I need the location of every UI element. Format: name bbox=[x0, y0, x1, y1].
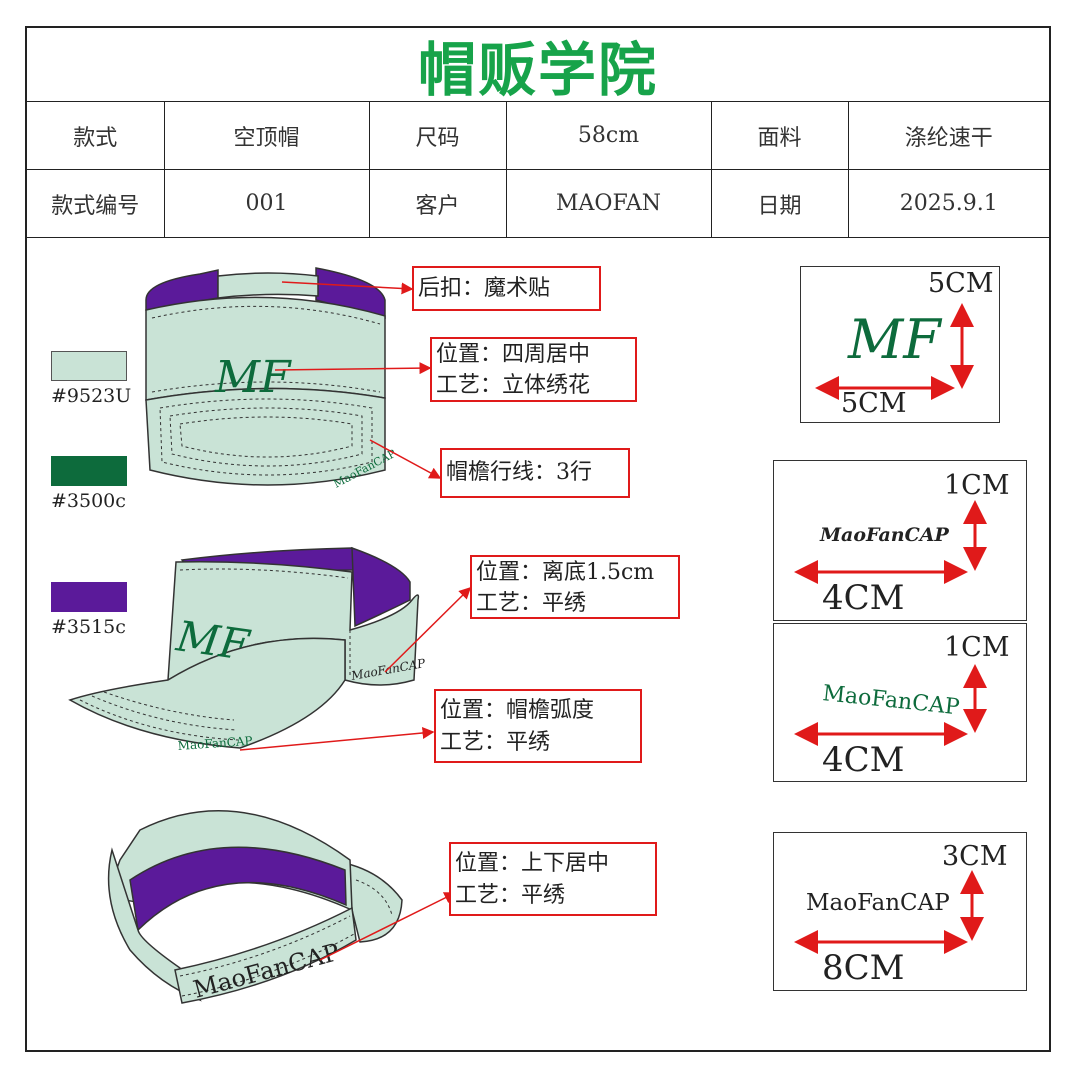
swatch-purple bbox=[51, 582, 127, 612]
note-brim-craft: 工艺：平绣 bbox=[440, 730, 551, 755]
page-title: 帽贩学院 bbox=[417, 35, 658, 104]
fabric-label: 面料 bbox=[710, 101, 849, 170]
spec-side-text: MaoFanCAP bbox=[819, 524, 949, 546]
spec-box-side bbox=[773, 460, 1027, 621]
size-label: 尺码 bbox=[368, 101, 507, 170]
note-back-band: 位置：上下居中 工艺：平绣 bbox=[449, 842, 657, 916]
note-visor-stitch: 帽檐行线：3行 bbox=[440, 448, 630, 498]
swatch-cap bbox=[51, 351, 127, 381]
spec-back-text: MaoFanCAP bbox=[806, 890, 950, 916]
spec-box-brim bbox=[773, 623, 1027, 782]
style-no-value: 001 bbox=[163, 169, 370, 238]
note-brim: 位置：帽檐弧度 工艺：平绣 bbox=[434, 689, 642, 763]
size-value: 58cm bbox=[505, 101, 712, 170]
note-back-position: 位置：上下居中 bbox=[455, 851, 610, 876]
customer-value: MAOFAN bbox=[505, 169, 712, 238]
spec-logo-height: 5CM bbox=[928, 268, 994, 299]
spec-logo-width: 5CM bbox=[841, 388, 907, 419]
spec-side-height: 1CM bbox=[944, 470, 1010, 501]
hat-side-view: MF MaoFanCAP MaoFanCAP bbox=[68, 546, 427, 753]
note-back-craft: 工艺：平绣 bbox=[455, 883, 566, 908]
note-brim-position: 位置：帽檐弧度 bbox=[440, 698, 595, 723]
info-table: 款式 空顶帽 尺码 58cm 面料 涤纶速干 款式编号 001 客户 MAOFA… bbox=[27, 101, 1049, 238]
date-value: 2025.9.1 bbox=[847, 169, 1049, 238]
date-label: 日期 bbox=[710, 169, 849, 238]
spec-back-width: 8CM bbox=[822, 948, 905, 988]
spec-back-height: 3CM bbox=[942, 841, 1008, 872]
note-front-position: 位置：四周居中 bbox=[436, 342, 591, 367]
note-side-position: 位置：离底1.5cm bbox=[476, 560, 655, 585]
side-logo: MF bbox=[173, 611, 254, 670]
spec-logo-text: MF bbox=[847, 308, 943, 371]
fabric-value: 涤纶速干 bbox=[847, 101, 1049, 170]
brim-text: MaoFanCAP bbox=[177, 734, 253, 753]
table-row: 款式编号 001 客户 MAOFAN 日期 2025.9.1 bbox=[27, 169, 1049, 238]
note-front-craft: 工艺：立体绣花 bbox=[436, 373, 591, 398]
note-side-band: 位置：离底1.5cm 工艺：平绣 bbox=[470, 555, 680, 619]
swatch-purple-code: #3515c bbox=[51, 616, 126, 638]
hat-front-view: MF MaoFanCAP bbox=[145, 267, 399, 491]
spec-brim-text: MaoFanCAP bbox=[821, 681, 961, 720]
front-logo: MF bbox=[214, 352, 292, 403]
spec-brim-height: 1CM bbox=[944, 632, 1010, 663]
spec-brim-width: 4CM bbox=[822, 740, 905, 780]
style-value: 空顶帽 bbox=[163, 101, 370, 170]
table-row: 款式 空顶帽 尺码 58cm 面料 涤纶速干 bbox=[27, 101, 1049, 170]
spec-side-width: 4CM bbox=[822, 578, 905, 618]
style-no-label: 款式编号 bbox=[27, 169, 165, 238]
note-back-closure: 后扣：魔术贴 bbox=[412, 266, 601, 311]
leader-arrows bbox=[239, 281, 472, 961]
swatch-cap-code: #9523U bbox=[51, 385, 132, 407]
swatch-green-code: #3500c bbox=[51, 490, 126, 512]
note-front-logo: 位置：四周居中 工艺：立体绣花 bbox=[430, 337, 637, 402]
spec-sheet: 帽贩学院 款式 空顶帽 尺码 58cm 面料 涤纶速干 款式编号 001 客户 … bbox=[25, 26, 1051, 1052]
customer-label: 客户 bbox=[368, 169, 507, 238]
note-side-craft: 工艺：平绣 bbox=[476, 591, 587, 616]
spec-box-back bbox=[773, 832, 1027, 991]
swatch-green bbox=[51, 456, 127, 486]
